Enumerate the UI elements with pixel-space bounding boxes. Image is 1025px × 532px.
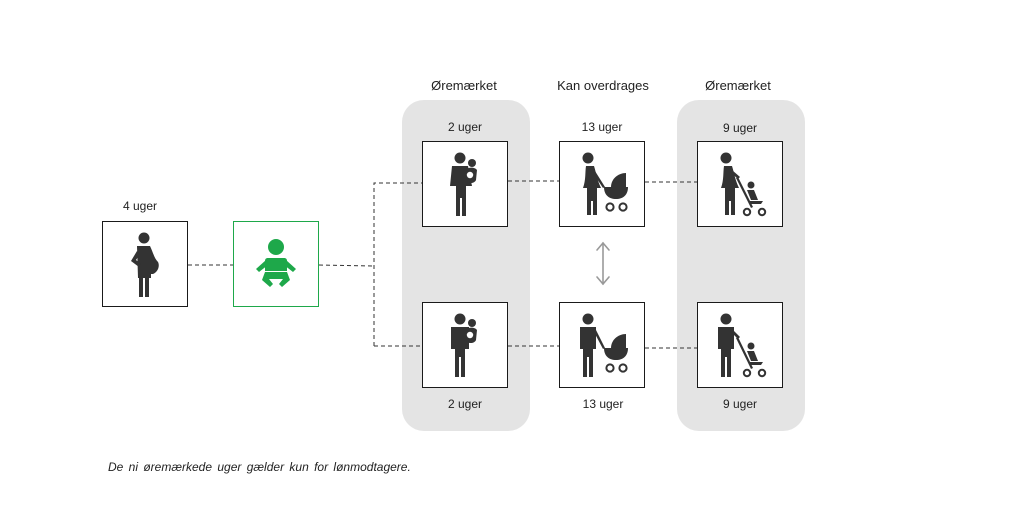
father-late-box — [697, 302, 783, 388]
transfer-double-arrow-icon — [596, 241, 610, 286]
mother-transferable-weeks-label: 13 uger — [581, 120, 623, 134]
mother-holding-baby-icon — [450, 152, 477, 216]
father-transferable-weeks-label: 13 uger — [582, 397, 624, 411]
header-earmarked-left: Øremærket — [431, 78, 497, 93]
mother-transferable-box — [559, 141, 645, 227]
mother-with-stroller-icon — [720, 152, 767, 217]
footnote: De ni øremærkede uger gælder kun for løn… — [108, 460, 411, 474]
father-late-weeks-label: 9 uger — [722, 397, 758, 411]
mother-earmarked-box — [422, 141, 508, 227]
pregnancy-weeks-label: 4 uger — [122, 199, 158, 213]
baby-icon — [256, 239, 296, 287]
father-earmarked-box — [422, 302, 508, 388]
connector-split-mother — [373, 182, 422, 346]
father-earmarked-weeks-label: 2 uger — [447, 397, 483, 411]
pregnancy-box — [102, 221, 188, 307]
mother-late-box — [697, 141, 783, 227]
header-transferable: Kan overdrages — [557, 78, 649, 93]
mother-earmarked-weeks-label: 2 uger — [447, 120, 483, 134]
father-transferable-box — [559, 302, 645, 388]
pregnant-woman-icon — [131, 232, 159, 297]
father-with-stroller-icon — [718, 313, 767, 378]
father-with-pram-icon — [580, 313, 628, 377]
mother-with-pram-icon — [582, 152, 628, 215]
mother-late-weeks-label: 9 uger — [722, 121, 758, 135]
father-holding-baby-icon — [451, 313, 477, 377]
header-earmarked-right: Øremærket — [705, 78, 771, 93]
birth-box — [233, 221, 319, 307]
connector-birth-split — [318, 264, 374, 267]
